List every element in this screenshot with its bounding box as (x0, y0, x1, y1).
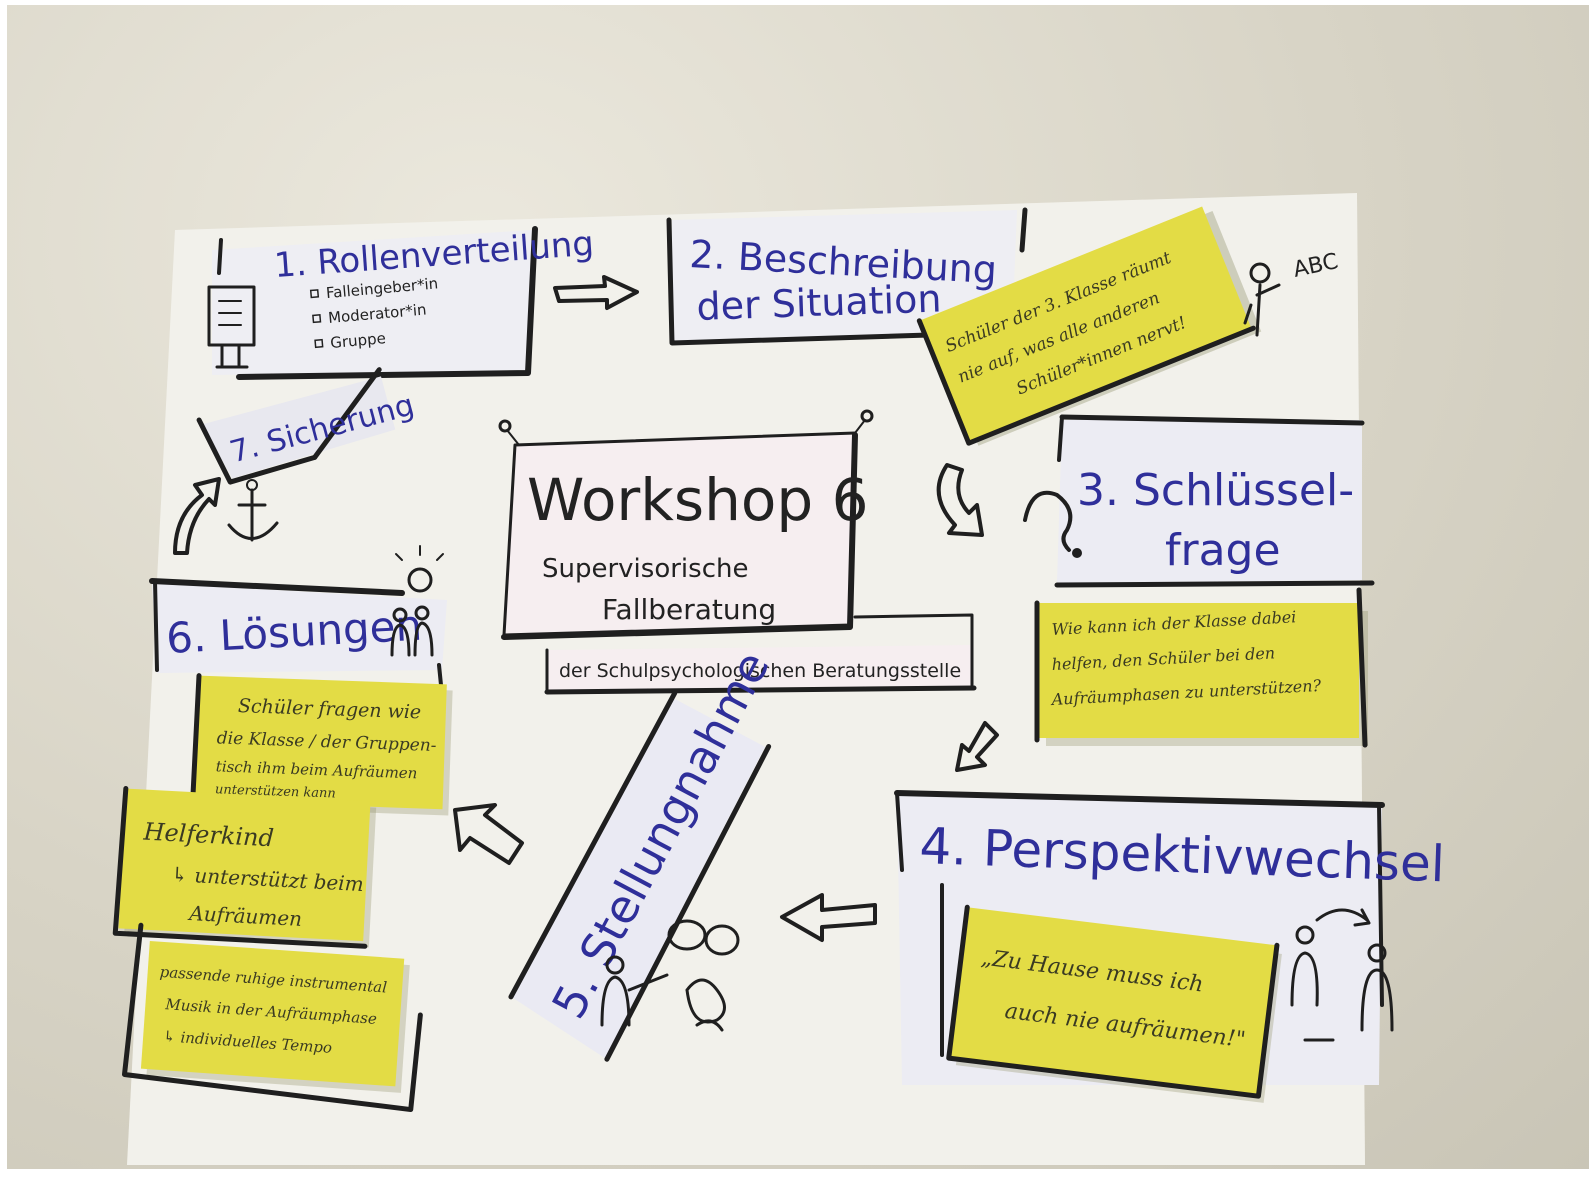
lightbulb-icon (390, 545, 444, 657)
document-icon (207, 285, 256, 369)
step3-title-line1: 3. Schlüssel- (1077, 465, 1354, 516)
wall-photo: 1. Rollenverteilung Falleingeber*in Mode… (7, 5, 1589, 1169)
discussion-icon (600, 919, 740, 1032)
step1-box: 1. Rollenverteilung Falleingeber*in Mode… (207, 224, 595, 380)
step3-box: 3. Schlüssel- frage (1057, 414, 1365, 583)
arrow-down-left-icon (955, 721, 999, 772)
step6-sticky-note-1: Schüler fragen wie die Klasse / der Grup… (189, 673, 453, 816)
step6-sticky-note-2: Helferkind ↳ unterstützt beim Aufräumen (112, 786, 377, 949)
presenter-icon (1243, 262, 1281, 337)
step3-title-line2: frage (1165, 525, 1281, 576)
question-mark-icon (1023, 490, 1082, 558)
perspective-swap-icon (1290, 908, 1394, 1042)
flipchart-poster: 1. Rollenverteilung Falleingeber*in Mode… (112, 193, 1446, 1165)
arrow-up-icon (173, 477, 221, 555)
organization-banner: der Schulpsychologischen Beratungsstelle (544, 613, 977, 695)
workshop-subtitle-line1: Supervisorische (542, 554, 748, 584)
step2-sticky-note: Schüler der 3. Klasse räumt nie auf, was… (916, 206, 1262, 446)
organization-banner-text: der Schulpsychologischen Beratungsstelle (559, 660, 961, 682)
step3-sticky-note: Wie kann ich der Klasse dabei helfen, de… (1034, 580, 1375, 748)
step6-box: 6. Lösungen (149, 578, 447, 687)
step2-box: 2. Beschreibung der Situation (666, 207, 1028, 346)
workshop-sign: Workshop 6 Supervisorische Fallberatung (498, 409, 874, 640)
curved-arrow-icon (936, 463, 984, 537)
workshop-subtitle-line2: Fallberatung (602, 593, 776, 626)
step4-sticky-note: „Zu Hause muss ich auch nie aufräumen!" (946, 904, 1282, 1103)
step6-note2-line3: Aufräumen (187, 901, 303, 931)
step2-title-line2: der Situation (696, 276, 942, 329)
anchor-icon (227, 479, 279, 542)
step1-item-3: Gruppe (330, 329, 387, 352)
step6-sticky-note-3: passende ruhige instrumental Musik in de… (121, 922, 423, 1113)
arrow-right-icon (553, 275, 639, 310)
step6-note2-line1: Helferkind (142, 818, 275, 853)
workshop-title: Workshop 6 (527, 466, 869, 534)
arrow-left-icon (780, 893, 877, 942)
arrow-up-left-icon (453, 803, 524, 865)
